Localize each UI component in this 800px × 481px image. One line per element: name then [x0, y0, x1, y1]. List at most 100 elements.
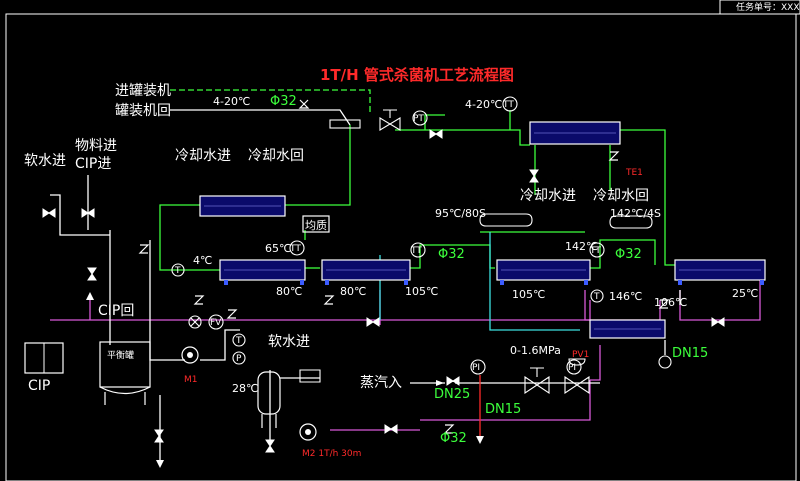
param-t142b: 142℃/4S: [610, 207, 661, 220]
param-t25: 25℃: [732, 287, 758, 300]
homogenizer-label: 均质: [305, 219, 327, 232]
pipe-cooler-a: [285, 125, 351, 206]
valve-drain: [154, 429, 164, 443]
label-soft-water-in-2: 软水进: [268, 334, 310, 350]
valve-hot-water-2: [711, 317, 725, 327]
instrument-t-146: [590, 289, 604, 303]
arrow-steam-drain: [476, 436, 484, 444]
instrument-t-2-label: T: [235, 336, 242, 346]
param-temp-top-right: 4-20℃: [465, 98, 502, 111]
param-temp-top: 4-20℃: [213, 95, 250, 108]
pump-m2-label: M2 1T/h 30m: [302, 449, 361, 459]
param-phi32-top: Φ32: [270, 94, 297, 109]
pipe-filling-in: [170, 89, 371, 115]
instrument-tt-65-label: TT: [289, 244, 301, 254]
param-phi32-right: Φ32: [615, 247, 642, 262]
three-way-actuator: [383, 109, 397, 118]
pipe-hot-water-v3: [679, 280, 761, 321]
label-cool-in-a: 冷却水进: [175, 148, 231, 164]
instrument-pi-1: [470, 359, 486, 375]
sight-glass-cross: [190, 317, 200, 327]
pipe-soft-water: [50, 194, 110, 236]
instrument-fv: [208, 314, 224, 330]
label-cip-in: CIP进: [75, 156, 111, 172]
sensor-nozzle: [224, 280, 228, 285]
pump-m1: [181, 346, 199, 364]
param-t146: 146℃: [609, 290, 642, 303]
param-t95: 95℃/80S: [435, 207, 486, 220]
param-t105b: 105℃: [512, 288, 545, 301]
pump-m1-hub: [187, 352, 193, 358]
param-t80a: 80℃: [276, 285, 302, 298]
check-valve-1: [193, 295, 205, 305]
sensor-nozzle: [404, 280, 408, 285]
label-filling-in: 进罐装机: [115, 83, 171, 99]
diagram-title: 1T/H 管式杀菌机工艺流程图: [320, 66, 514, 84]
tag-te: TE1: [625, 168, 643, 178]
balance-tank-legs: [104, 392, 146, 405]
pipe-pt: [424, 114, 445, 130]
pipe-right-return: [620, 129, 680, 266]
soft-water-vessel: [257, 371, 281, 415]
arrow-cip-back: [86, 292, 94, 300]
param-dn15-right: DN15: [672, 346, 708, 361]
control-valve-pv1: [564, 375, 590, 395]
control-valve-steam: [524, 375, 550, 395]
param-t105a: 105℃: [405, 285, 438, 298]
instrument-fv-label: FV: [210, 318, 222, 328]
valve-bottom: [384, 424, 398, 434]
instrument-tt-105: [410, 242, 426, 258]
sensor-nozzle: [760, 280, 764, 285]
pipe-tank-out: [149, 240, 185, 361]
balance-tank-bottom: [99, 386, 151, 395]
valve-material-in: [81, 208, 95, 218]
valve-cool-in-b: [529, 169, 539, 183]
title-block: [719, 0, 800, 15]
valve-cip-back: [87, 267, 97, 281]
label-steam-in: 蒸汽入: [360, 375, 402, 391]
instrument-pi-1-label: PI: [472, 363, 480, 373]
valve-soft-water: [42, 208, 56, 218]
instrument-p-1-label: P: [236, 354, 242, 364]
pipe-top-return: [395, 129, 530, 146]
pipe-cyan-2: [489, 232, 580, 331]
pipe-product-3: [410, 244, 495, 269]
control-valve-pv1-actuator: [568, 358, 586, 366]
sensor-nozzle: [325, 280, 329, 285]
param-dn15-steam: DN15: [485, 402, 521, 417]
check-valve-6: [443, 424, 455, 434]
instrument-t-1: [171, 263, 185, 277]
valve-top-line: [429, 129, 443, 139]
param-t80b: 80℃: [340, 285, 366, 298]
sensor-nozzle: [678, 280, 682, 285]
instrument-tt-105-label: TT: [410, 246, 422, 256]
param-phi32-mid: Φ32: [438, 247, 465, 262]
sensor-nozzle: [500, 280, 504, 285]
instrument-t-2: [232, 333, 246, 347]
check-valve-4: [658, 299, 670, 309]
pipe-filling-back: [170, 109, 351, 126]
pipe-product-4: [590, 239, 656, 269]
param-t4: 4℃: [193, 254, 212, 267]
check-valve-top: [298, 99, 310, 109]
tag-pv1: PV1: [572, 350, 589, 360]
pipe-hot-water: [90, 300, 591, 321]
sensor-nozzle: [300, 280, 304, 285]
three-way-valve: [379, 117, 401, 131]
arrow-steam-in: [436, 380, 444, 386]
arrow-drain: [156, 460, 164, 468]
task-number: 任务单号：XXX: [736, 1, 800, 13]
pipe-product-1: [159, 260, 220, 271]
holding-tube-2: [609, 215, 653, 229]
pipe-steam-return: [590, 345, 601, 381]
balance-tank-label: 平衡罐: [107, 349, 134, 361]
valve-hot-water: [366, 317, 380, 327]
homogenizer: [302, 215, 330, 233]
check-valve-5: [138, 244, 150, 254]
label-filling-back: 罐装机回: [115, 103, 171, 119]
label-cool-back-a: 冷却水回: [248, 148, 304, 164]
sight-glass: [188, 315, 202, 329]
param-phi32-bottom: Φ32: [440, 431, 467, 446]
label-material-in: 物料进: [75, 138, 117, 154]
